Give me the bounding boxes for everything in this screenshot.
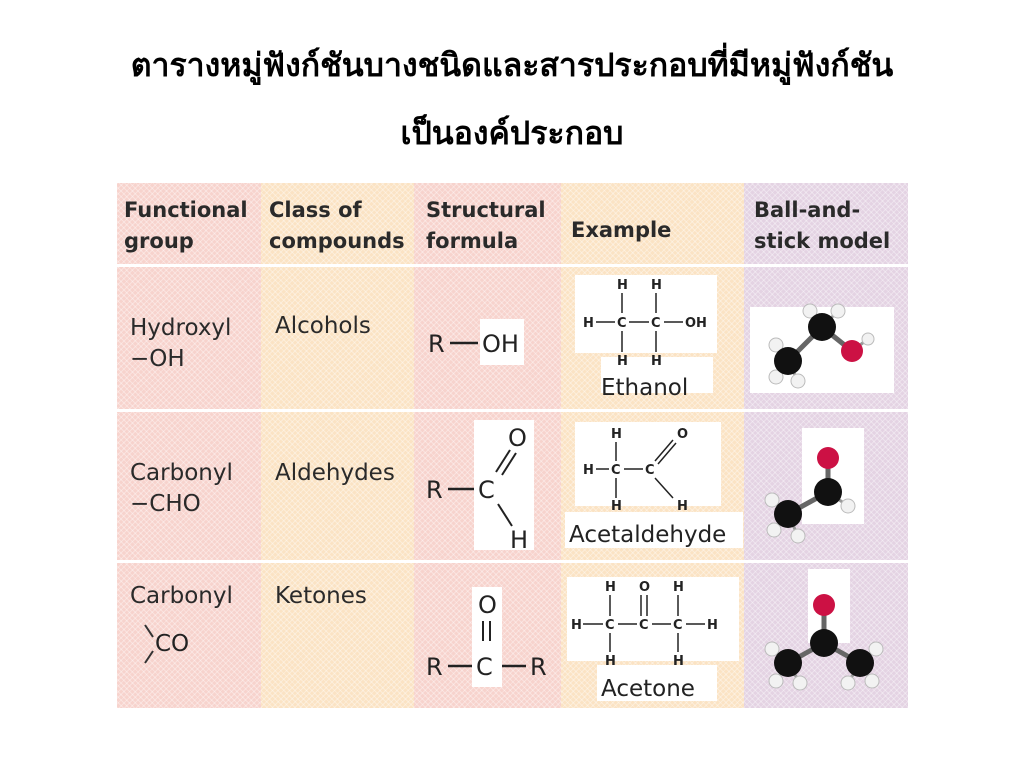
svg-text:H: H <box>651 354 662 369</box>
svg-text:O: O <box>478 591 497 619</box>
row2-example-acetaldehyde: H O H C C H H Acetaldehyde <box>565 422 743 548</box>
svg-text:C: C <box>639 618 649 633</box>
svg-text:H: H <box>651 278 662 293</box>
svg-text:H: H <box>617 278 628 293</box>
svg-text:H: H <box>673 654 684 669</box>
acetaldehyde-label: Acetaldehyde <box>569 522 726 548</box>
svg-text:O: O <box>677 427 688 442</box>
row1-group: Hydroxyl −OH <box>130 313 231 375</box>
svg-text:H: H <box>571 618 582 633</box>
row3-group-formula: CO <box>155 631 189 657</box>
row2-group-name: Carbonyl <box>130 460 233 486</box>
svg-text:H: H <box>677 499 688 514</box>
row3-class: Ketones <box>275 583 367 609</box>
row1-structural-formula: R OH <box>428 319 524 365</box>
row3-group-name: Carbonyl <box>130 583 233 609</box>
row3-group: Carbonyl <box>130 581 233 612</box>
row-divider <box>117 264 908 267</box>
row-divider <box>117 409 908 412</box>
svg-text:H: H <box>611 427 622 442</box>
row2-group-formula: −CHO <box>130 491 201 517</box>
slide-title-line-2: เป็นองค์ประกอบ <box>400 114 624 152</box>
row1-class: Alcohols <box>275 313 371 339</box>
svg-text:H: H <box>605 580 616 595</box>
row1-example-ethanol: H H H C C OH H H Ethanol <box>575 275 717 401</box>
svg-text:OH: OH <box>482 330 519 358</box>
row1-group-name: Hydroxyl <box>130 315 232 341</box>
svg-text:R: R <box>530 653 547 681</box>
svg-text:C: C <box>651 316 661 331</box>
svg-text:H: H <box>617 354 628 369</box>
row2-ball-and-stick-model <box>764 428 864 544</box>
header-functional-group: Functional group <box>124 198 248 253</box>
row1-ball-and-stick-model <box>750 303 894 393</box>
svg-text:C: C <box>617 316 627 331</box>
svg-text:C: C <box>605 618 615 633</box>
svg-text:O: O <box>508 424 527 452</box>
column-class <box>261 183 414 708</box>
row3-structural-formula: O R C R <box>426 587 547 687</box>
svg-text:H: H <box>673 580 684 595</box>
svg-text:C: C <box>673 618 683 633</box>
row3-example-acetone: H O H H C C C H H H Acetone <box>567 577 739 702</box>
row1-group-formula: −OH <box>130 346 185 372</box>
svg-text:R: R <box>426 653 443 681</box>
svg-text:C: C <box>645 463 655 478</box>
acetone-label: Acetone <box>601 676 695 702</box>
svg-text:H: H <box>611 499 622 514</box>
svg-text:H: H <box>605 654 616 669</box>
slide-title-line-1: ตารางหมู่ฟังก์ชันบางชนิดและสารประกอบที่ม… <box>130 46 894 84</box>
header-model: Ball-and- stick model <box>754 198 891 253</box>
svg-text:R: R <box>428 330 445 358</box>
svg-text:H: H <box>707 618 718 633</box>
svg-text:OH: OH <box>685 316 707 331</box>
svg-text:R: R <box>426 476 443 504</box>
row3-group-formula-bonds: CO <box>144 624 189 664</box>
svg-text:C: C <box>611 463 621 478</box>
svg-text:H: H <box>583 316 594 331</box>
column-structural-formula <box>414 183 561 708</box>
row3-ball-and-stick-model <box>764 569 884 691</box>
header-structural-formula: Structural formula <box>426 198 546 253</box>
row2-structural-formula: R C O H <box>426 420 534 554</box>
svg-text:C: C <box>478 476 495 504</box>
row2-class: Aldehydes <box>275 460 395 486</box>
column-functional-group <box>117 183 261 708</box>
functional-groups-table: Functional group Class of compounds Stru… <box>117 183 908 708</box>
svg-text:H: H <box>510 526 528 554</box>
svg-text:O: O <box>639 580 650 595</box>
svg-text:H: H <box>583 463 594 478</box>
header-class-of-compounds: Class of compounds <box>269 198 405 253</box>
header-example: Example <box>571 218 672 242</box>
svg-text:C: C <box>476 653 493 681</box>
row-divider <box>117 560 908 563</box>
row2-group: Carbonyl −CHO <box>130 458 233 520</box>
ethanol-label: Ethanol <box>601 375 688 401</box>
